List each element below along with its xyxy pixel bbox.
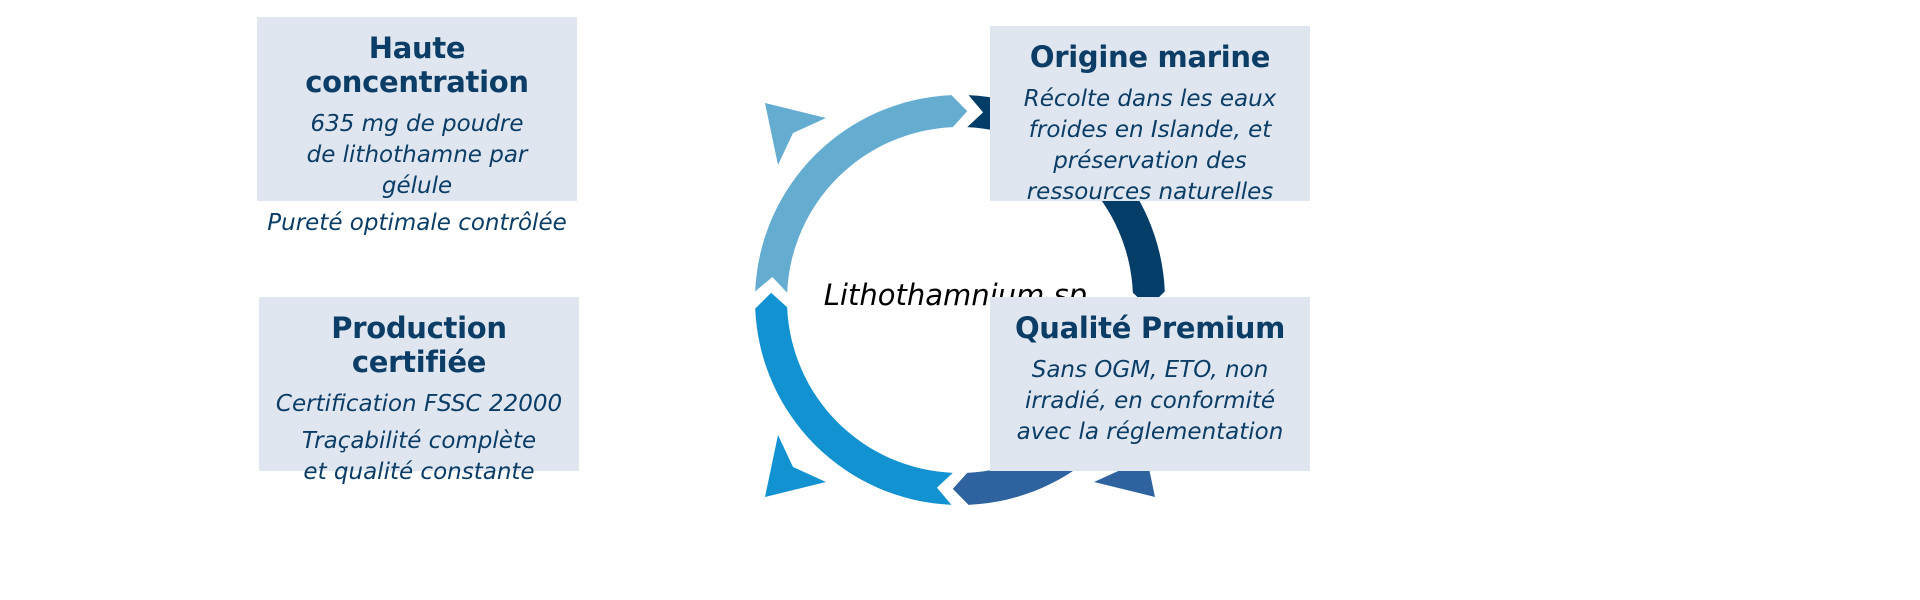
arrow-segment-top-left — [755, 95, 968, 293]
box-qualite-premium: Qualité Premium Sans OGM, ETO, non irrad… — [990, 297, 1310, 471]
box-production-certifiee: Production certifiée Certification FSSC … — [259, 297, 579, 485]
box-text: Traçabilité complète et qualité constant… — [301, 428, 537, 485]
box-text: Sans OGM, ETO, non irradié, en conformit… — [1016, 357, 1284, 445]
corner-arrowhead-bottom-left — [765, 435, 826, 497]
box-title: Production certifiée — [331, 311, 507, 379]
box-title: Haute concentration — [305, 31, 529, 99]
arrow-segment-bottom-left — [755, 292, 953, 505]
box-haute-concentration: Haute concentration 635 mg de poudre de … — [257, 17, 577, 236]
box-origine-marine: Origine marine Récolte dans les eaux fro… — [990, 26, 1310, 205]
box-title: Origine marine — [1029, 40, 1271, 74]
box-text: Pureté optimale contrôlée — [267, 210, 567, 236]
box-text: Récolte dans les eaux froides en Islande… — [1023, 86, 1277, 205]
corner-arrowhead-top-left — [765, 103, 826, 165]
box-text: Certification FSSC 22000 — [275, 391, 563, 417]
box-title: Qualité Premium — [1014, 311, 1286, 345]
box-text: 635 mg de poudre de lithothamne par gélu… — [306, 111, 528, 199]
